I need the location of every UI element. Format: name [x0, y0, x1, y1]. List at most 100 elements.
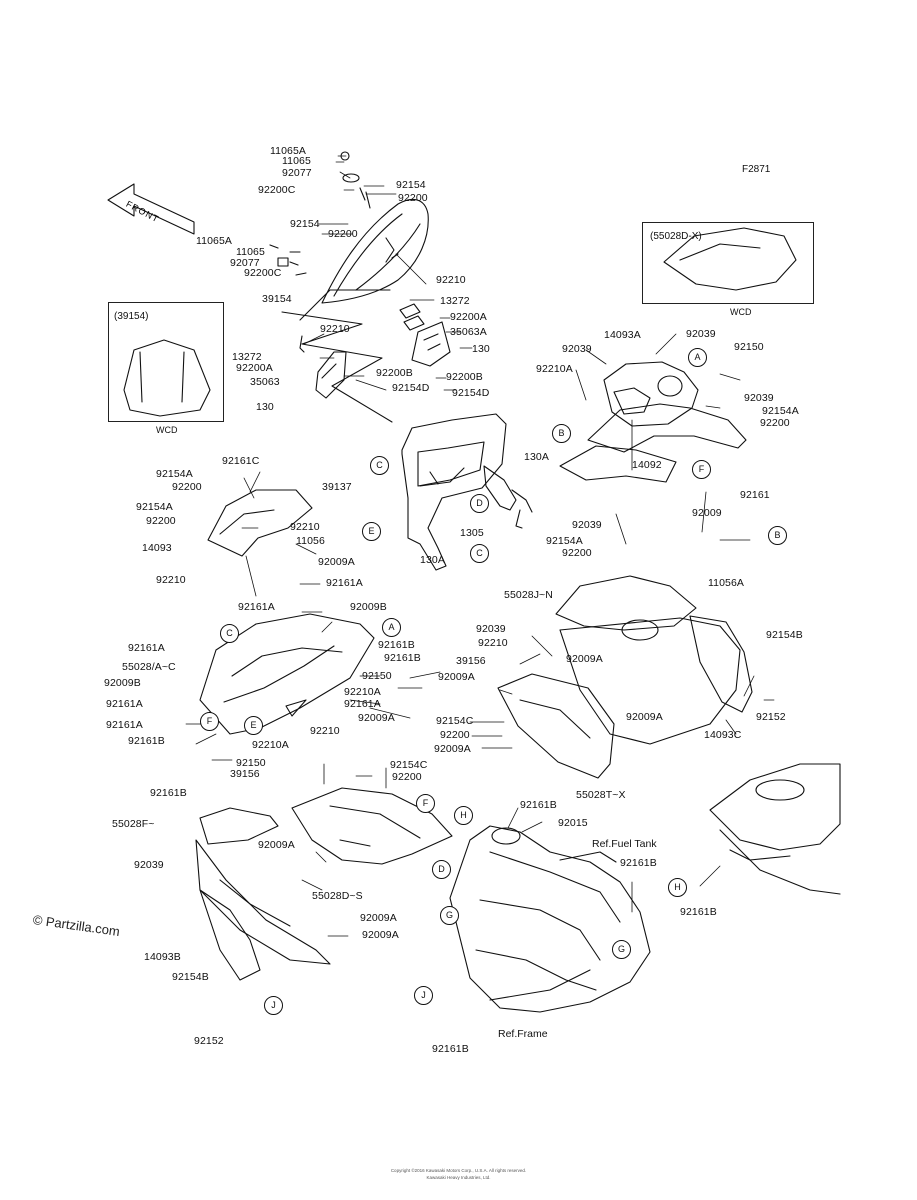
part-label: 92152	[194, 1035, 224, 1047]
part-label: 39156	[230, 768, 260, 780]
part-label: 11065	[236, 246, 265, 258]
part-label: 55028J~N	[504, 589, 553, 601]
callout-F: F	[416, 794, 435, 813]
part-label: 92200	[146, 515, 176, 527]
callout-G: G	[440, 906, 459, 925]
callout-B: B	[768, 526, 787, 545]
part-label: 14093C	[704, 729, 742, 741]
part-label: 92154A	[136, 501, 173, 513]
part-label: 92154C	[436, 715, 474, 727]
part-label: 92077	[230, 257, 260, 269]
part-label: 11065	[282, 155, 311, 167]
part-label: 92039	[572, 519, 602, 531]
part-label: 55028/A~C	[122, 661, 176, 673]
windshield-inner	[333, 213, 421, 297]
part-label: 92161C	[222, 455, 260, 467]
part-label: 92154B	[172, 971, 209, 983]
part-label: 14093B	[144, 951, 181, 963]
callout-G: G	[612, 940, 631, 959]
lower-fairing-left	[199, 807, 279, 845]
part-label: 92200A	[450, 311, 487, 323]
ref-fuel-tank: Ref.Fuel Tank	[592, 838, 657, 850]
part-label: 92039	[476, 623, 506, 635]
part-label: 92161B	[128, 735, 165, 747]
callout-C: C	[370, 456, 389, 475]
part-label: 92200	[760, 417, 790, 429]
part-label: 11065A	[196, 235, 233, 247]
instrument-cluster	[603, 361, 699, 427]
inset-cowling-drawing	[663, 227, 797, 291]
part-label: 130A	[524, 451, 549, 463]
part-label: 92210	[320, 323, 350, 335]
part-label: 92200	[392, 771, 422, 783]
part-label: 55028T~X	[576, 789, 626, 801]
callout-E: E	[362, 522, 381, 541]
part-label: 1305	[460, 527, 484, 539]
lower-side-cowl	[291, 787, 453, 865]
part-label: 92154D	[452, 387, 490, 399]
part-label: 92150	[236, 757, 266, 769]
tank-cover	[555, 575, 697, 631]
part-label: 39154	[262, 293, 292, 305]
part-label: 92152	[756, 711, 786, 723]
part-label: 92150	[362, 670, 392, 682]
part-label: 92009	[692, 507, 722, 519]
part-label: 130	[256, 401, 274, 413]
main-frame	[449, 825, 651, 1013]
fuel-tank	[709, 763, 841, 851]
middle-cowl	[497, 673, 615, 779]
part-label: 14092	[632, 459, 662, 471]
part-label: 55028F~	[112, 818, 155, 830]
part-label: 11065A	[270, 145, 307, 157]
part-label: 92161A	[326, 577, 363, 589]
part-label: 92161B	[384, 652, 421, 664]
part-label: 92009A	[358, 712, 395, 724]
part-label: 92009A	[438, 671, 475, 683]
inset-windshield-note: WCD	[156, 425, 178, 435]
part-label: 92009B	[350, 601, 387, 613]
front-arrow	[107, 183, 195, 235]
part-label: 55028D~S	[312, 890, 363, 902]
part-label: 92009B	[104, 677, 141, 689]
part-label: 92161B	[378, 639, 415, 651]
windshield-shape	[321, 198, 429, 304]
inset-windshield-drawing	[123, 339, 211, 417]
part-label: 92200	[172, 481, 202, 493]
part-label: 92210A	[252, 739, 289, 751]
part-label: 92154A	[762, 405, 799, 417]
inset-windshield-title: (39154)	[114, 311, 149, 322]
part-label: 14093	[142, 542, 172, 554]
part-label: 92161B	[620, 857, 657, 869]
callout-F: F	[692, 460, 711, 479]
part-label: 92009A	[318, 556, 355, 568]
part-label: 92200C	[244, 267, 282, 279]
part-label: 92154	[290, 218, 320, 230]
part-label: 92039	[562, 343, 592, 355]
figure-code: F2871	[742, 164, 771, 175]
part-label: 92210	[436, 274, 466, 286]
part-label: 92154B	[766, 629, 803, 641]
part-label: 92200	[398, 192, 428, 204]
callout-A: A	[688, 348, 707, 367]
part-label: 92009A	[434, 743, 471, 755]
callout-H: H	[668, 878, 687, 897]
part-label: 92154A	[156, 468, 193, 480]
part-label: 92077	[282, 167, 312, 179]
part-label: 92009A	[566, 653, 603, 665]
upper-cowl-left	[207, 489, 313, 557]
callout-E: E	[244, 716, 263, 735]
part-label: 92009A	[626, 711, 663, 723]
part-label: 92210A	[536, 363, 573, 375]
part-label: 92039	[134, 859, 164, 871]
callout-H: H	[454, 806, 473, 825]
part-label: 92200A	[236, 362, 273, 374]
part-label: 92161B	[520, 799, 557, 811]
part-label: 92009A	[362, 929, 399, 941]
part-label: 92200	[328, 228, 358, 240]
part-label: 92009A	[360, 912, 397, 924]
part-label: 92161A	[238, 601, 275, 613]
inset-cowling-box	[642, 222, 814, 304]
part-label: 92161A	[344, 698, 381, 710]
part-label: 92154D	[392, 382, 430, 394]
